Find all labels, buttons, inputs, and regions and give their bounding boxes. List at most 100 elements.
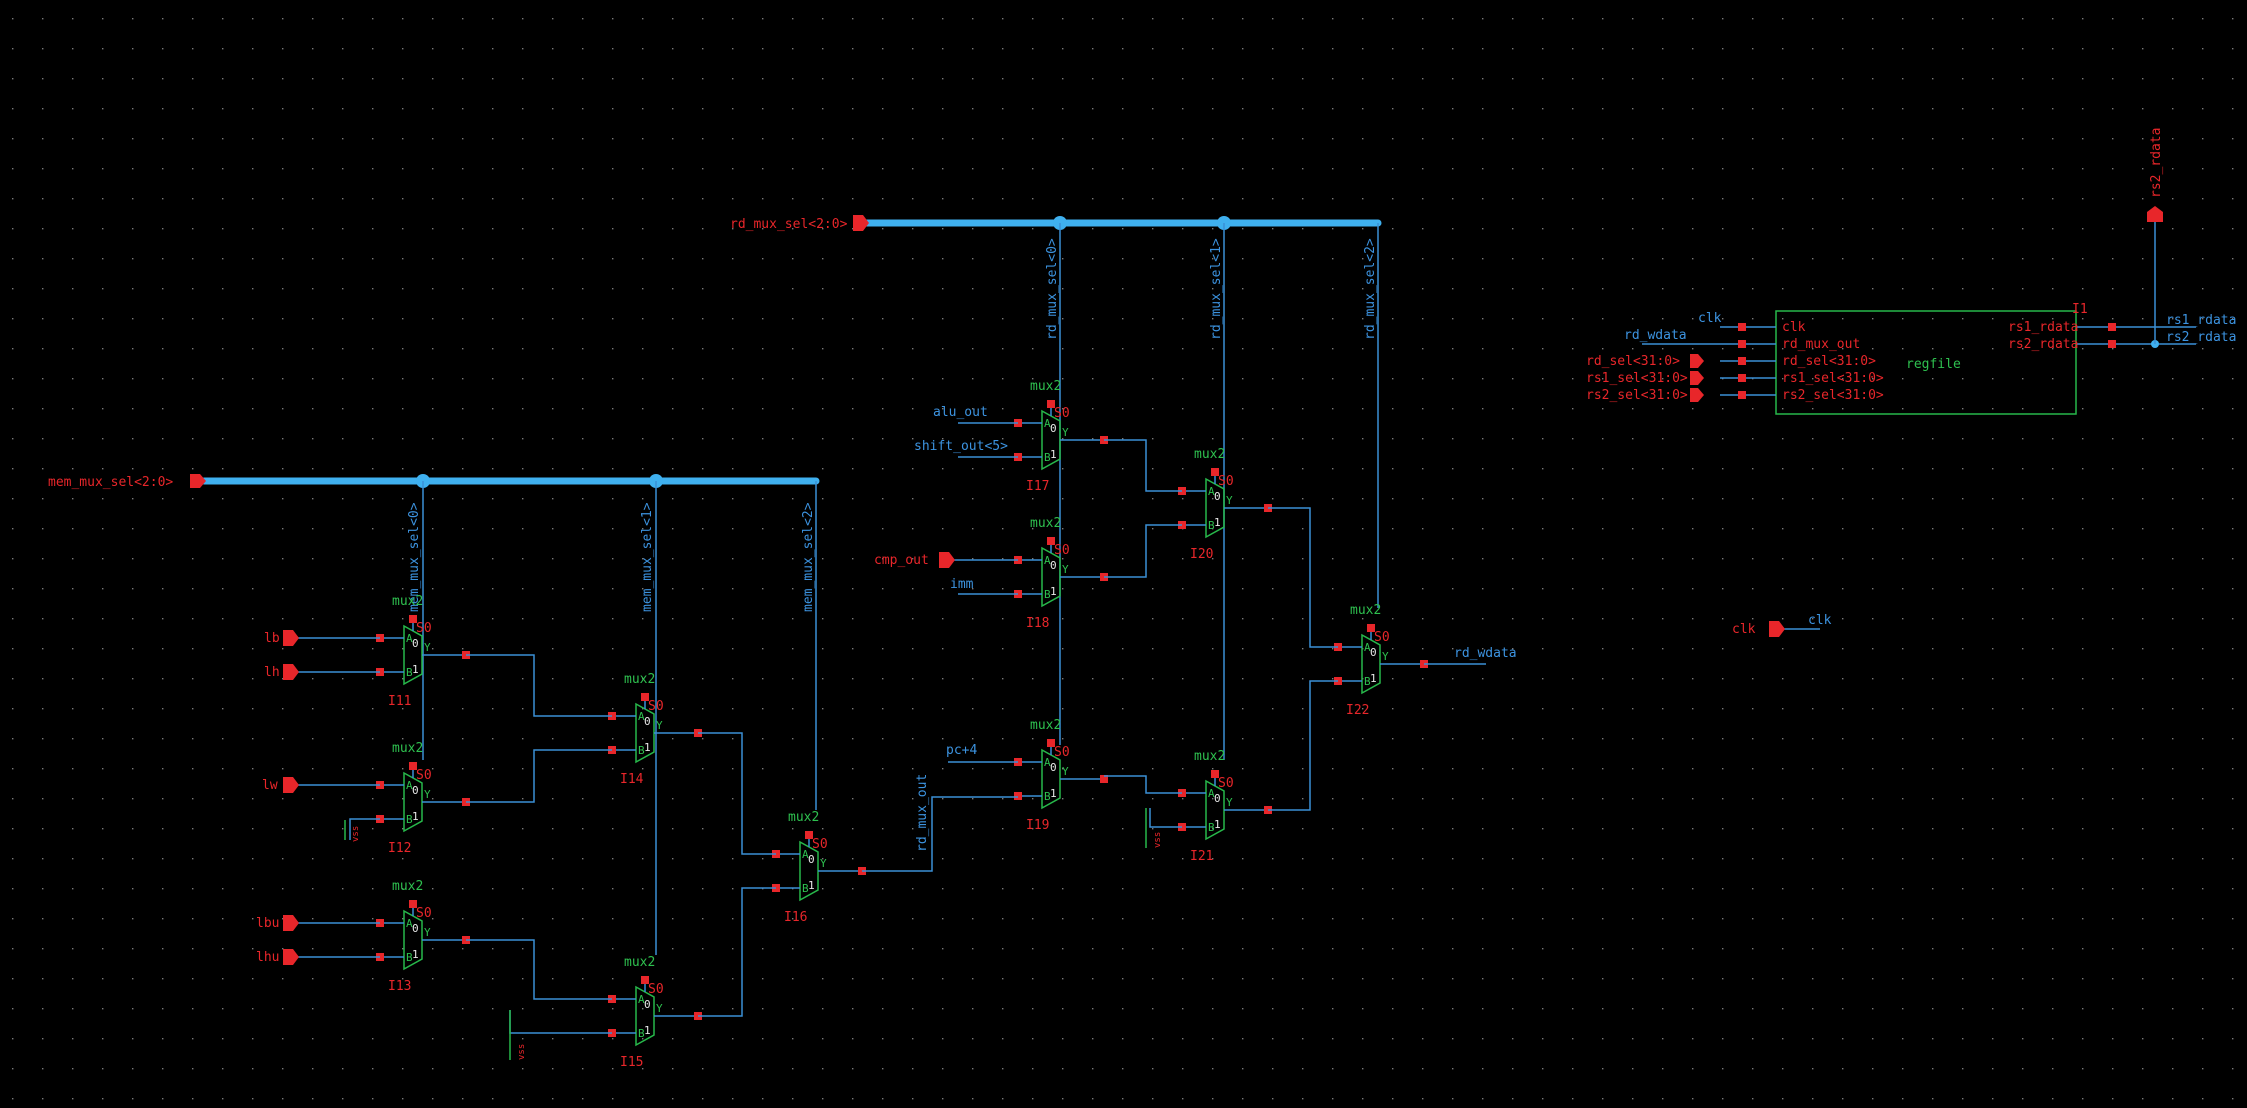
vss-symbol[interactable]: vss [344,820,361,842]
regfile-pin-left[interactable]: rd_sel<31:0>rd_sel<31:0> [1586,354,1876,369]
regfile-pin-name: rs2_rdata [2008,337,2078,352]
pin-cmp-out[interactable]: cmp_out [874,552,955,568]
data-wires[interactable] [296,422,1820,1034]
mux-cell-name: mux2 [392,879,423,894]
mux-instance-name: I15 [620,1055,643,1070]
mux-zero: 0 [1050,559,1057,572]
pin-lb[interactable]: lb [264,630,299,646]
mux-pin-a: A [1044,756,1051,769]
pin-lhu[interactable]: lhu [256,949,299,965]
mux-sel-pin: S0 [416,621,432,636]
mux-pin-a: A [638,710,645,723]
mux-pin-a: A [1044,417,1051,430]
svg-text:clk: clk [1808,613,1832,628]
rd-mux-sel1-label: rd_mux_sel<1> [1209,238,1224,340]
mux-pin-y: Y [424,926,431,939]
mux-sel-pin: S0 [1218,776,1234,791]
mem-mux-sel0-label: mem_mux_sel<0> [407,502,422,612]
mux-zero: 0 [1050,422,1057,435]
rd-mux-sel-pin[interactable]: rd_mux_sel<2:0> [730,215,869,232]
mux-one: 1 [808,879,815,892]
mux-sel-pin: S0 [1054,406,1070,421]
regfile-pin-name: rd_mux_out [1782,337,1860,352]
regfile-net-name: clk [1698,311,1722,326]
regfile-pin-name: rd_sel<31:0> [1782,354,1876,369]
net-pc4: pc+4 [946,743,977,758]
mux-sel-pin: S0 [416,906,432,921]
mux-sel-pin: S0 [416,768,432,783]
mux-instances[interactable]: mux2S0I11AB01Ymux2S0I12AB01Ymux2S0I13AB0… [376,379,1428,1070]
regfile-pin-left[interactable]: rs1_sel<31:0>rs1_sel<31:0> [1586,371,1884,386]
pin-clk[interactable]: clk clk [1732,613,1832,637]
rd-mux-sel-bus[interactable] [862,216,1382,230]
mux-pin-b: B [638,1027,645,1040]
mux-zero: 0 [412,637,419,650]
mux-zero: 0 [644,715,651,728]
mux-pin-b: B [1044,588,1051,601]
mux-instance-name: I21 [1190,849,1213,864]
mux-cell-name: mux2 [392,741,423,756]
mux-sel-pin: S0 [1218,474,1234,489]
net-rd-wdata: rd_wdata [1454,646,1517,661]
mem-mux-sel-pin[interactable]: mem_mux_sel<2:0> [48,474,206,490]
mux-pin-y: Y [1382,650,1389,663]
mux-one: 1 [1050,585,1057,598]
pin-lw[interactable]: lw [262,777,299,793]
svg-text:lh: lh [264,665,280,680]
regfile-instance[interactable]: I1 regfile [1775,302,2088,415]
mem-mux-sel-bus[interactable] [200,474,820,488]
mux-pin-b: B [1208,519,1215,532]
mux-zero: 0 [1214,792,1221,805]
mux-instance-name: I17 [1026,479,1049,494]
pin-rs2-rdata[interactable]: rs2_rdata [2147,128,2164,344]
mux-zero: 0 [412,922,419,935]
svg-text:vss: vss [1153,832,1163,848]
mux-pin-y: Y [656,1002,663,1015]
mux-pin-y: Y [1226,494,1233,507]
pin-lbu[interactable]: lbu [256,915,299,931]
mux-pin-a: A [802,848,809,861]
mux-instance-name: I14 [620,772,644,787]
mux-cell-name: mux2 [1194,447,1225,462]
regfile-net-name: rs2_sel<31:0> [1586,388,1688,403]
sel-wires[interactable] [422,223,1379,955]
mux-instance-name: I22 [1346,703,1369,718]
regfile-pin-name: rs1_rdata [2008,320,2078,335]
regfile-pin-left[interactable]: rs2_sel<31:0> rs2_sel<31:0> [1586,388,1884,403]
regfile-pin-name: rs2_sel<31:0> [1782,388,1884,403]
mux-sel-pin: S0 [648,699,664,714]
mux-pin-b: B [638,744,645,757]
mux-cell-name: mux2 [1030,516,1061,531]
mux-instance-name: I18 [1026,616,1049,631]
pin-lh[interactable]: lh [264,664,299,680]
net-alu-out: alu_out [933,405,988,420]
mux-pin-b: B [1208,821,1215,834]
mux-pin-a: A [1364,641,1371,654]
mux-pin-a: A [406,917,413,930]
mem-mux-sel-pin-label: mem_mux_sel<2:0> [48,475,173,490]
mux-pin-a: A [1208,485,1215,498]
mux-sel-pin: S0 [648,982,664,997]
vss-symbol[interactable]: vss [1145,808,1163,848]
vss-symbol[interactable]: vss [509,1010,527,1060]
mux-instance-name: I19 [1026,818,1049,833]
mux-one: 1 [644,1024,651,1037]
mux-one: 1 [1214,818,1221,831]
